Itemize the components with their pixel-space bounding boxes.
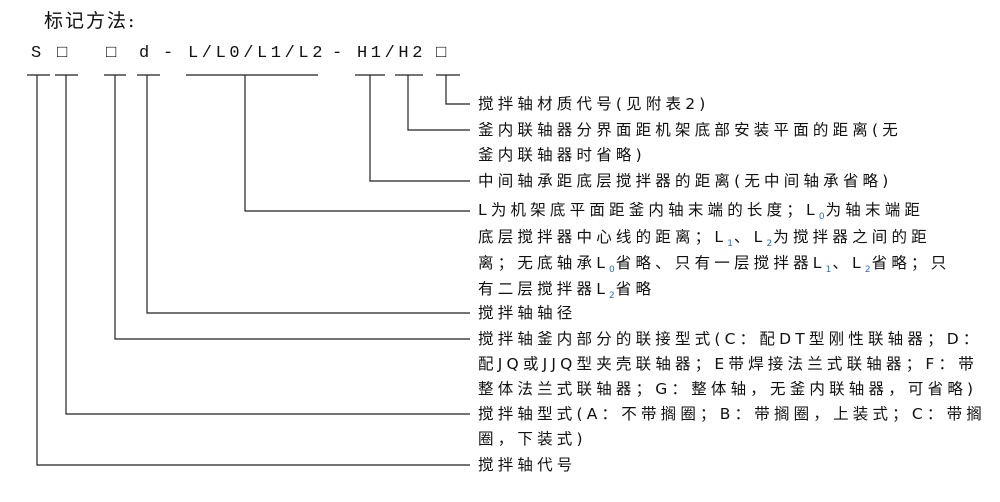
desc-L-line: 离；无底轴承L0省略、只有一层搅拌器L1、L2省略；只 (478, 253, 950, 280)
subscript: 2 (766, 239, 774, 249)
desc-coupling-line: 配JQ或JJQ型夹壳联轴器；E带焊接法兰式联轴器；F：带 (478, 354, 978, 374)
desc-H2-line: 釜内联轴器分界面距机架底部安装平面的距离(无 (478, 120, 902, 140)
desc-text: 省略 (615, 280, 656, 298)
desc-text: 省略、只有一层搅拌器L (615, 254, 826, 272)
code-h-group: H1/H2 (357, 44, 427, 63)
desc-L-line: L为机架底平面距釜内轴末端的长度；L0为轴末端距 (478, 200, 924, 227)
desc-text: 搅拌轴轴径 (478, 304, 577, 322)
code-box-material: □ (436, 44, 447, 63)
desc-text: 、L (832, 254, 865, 272)
subscript: 0 (818, 212, 826, 222)
desc-d-line: 搅拌轴轴径 (478, 303, 577, 323)
leader-coupling (104, 74, 470, 340)
desc-L-line: 有二层搅拌器L2省略 (478, 279, 655, 306)
desc-type-line: 圈，下装式) (478, 429, 587, 449)
desc-text: 搅拌轴代号 (478, 456, 577, 474)
code-l-group: L/L0/L1/L2 (188, 44, 327, 63)
desc-text: 圈，下装式) (478, 430, 587, 448)
desc-text: 有二层搅拌器L (478, 280, 610, 298)
leader-type (55, 74, 470, 415)
desc-text: 搅拌轴型式(A：不带搁圈；B：带搁圈，上装式；C：带搁 (478, 405, 987, 423)
desc-text: 釜内联轴器时省略) (478, 146, 646, 164)
subscript: 1 (825, 265, 833, 275)
desc-L-line: 底层搅拌器中心线的距离；L1、L2为搅拌器之间的距 (478, 227, 931, 254)
desc-coupling-line: 整体法兰式联轴器；G：整体轴，无釜内联轴器，可省略) (478, 379, 977, 399)
desc-text: 搅拌轴釜内部分的联接型式(C：配DT型刚性联轴器；D： (478, 330, 983, 348)
title: 标记方法: (44, 10, 137, 32)
subscript: 0 (609, 265, 616, 275)
desc-type-line: 搅拌轴型式(A：不带搁圈；B：带搁圈，上装式；C：带搁 (478, 404, 986, 424)
desc-text: L为机架底平面距釜内轴末端的长度；L (478, 201, 819, 219)
leader-h2 (395, 74, 470, 131)
desc-text: 为搅拌器之间的距 (773, 228, 931, 246)
code-s: S (31, 44, 42, 63)
desc-text: 配JQ或JJQ型夹壳联轴器；E带焊接法兰式联轴器；F：带 (478, 355, 978, 373)
leader-h1 (355, 74, 470, 182)
code-box-type: □ (57, 44, 68, 63)
code-d: d (139, 44, 150, 63)
subscript: 1 (727, 239, 734, 249)
code-box-coupling: □ (106, 44, 117, 63)
code-dash-1: - (163, 44, 174, 63)
desc-text: 为轴末端距 (825, 201, 925, 219)
desc-H1-line: 中间轴承距底层搅拌器的距离(无中间轴承省略) (478, 171, 893, 191)
desc-text: 、L (733, 228, 767, 246)
subscript: 2 (864, 265, 872, 275)
desc-text: 整体法兰式联轴器；G：整体轴，无釜内联轴器，可省略) (478, 380, 978, 398)
leader-l (186, 74, 470, 212)
desc-S-line: 搅拌轴代号 (478, 455, 577, 475)
desc-text: 离；无底轴承L (478, 254, 610, 272)
desc-text: 中间轴承距底层搅拌器的距离(无中间轴承省略) (478, 172, 893, 190)
code-dash-2: - (332, 44, 343, 63)
desc-text: 搅拌轴材质代号(见附表2) (478, 95, 710, 113)
leader-material (436, 74, 470, 105)
desc-material-line: 搅拌轴材质代号(见附表2) (478, 94, 710, 114)
subscript: 2 (609, 291, 616, 301)
desc-text: 釜内联轴器分界面距机架底部安装平面的距离(无 (478, 121, 902, 139)
desc-coupling-line: 搅拌轴釜内部分的联接型式(C：配DT型刚性联轴器；D： (478, 329, 983, 349)
desc-text: 底层搅拌器中心线的距离；L (478, 228, 728, 246)
leader-s (27, 74, 470, 466)
desc-text: 省略；只 (871, 254, 951, 272)
leader-d (137, 74, 470, 314)
desc-H2-line: 釜内联轴器时省略) (478, 145, 646, 165)
